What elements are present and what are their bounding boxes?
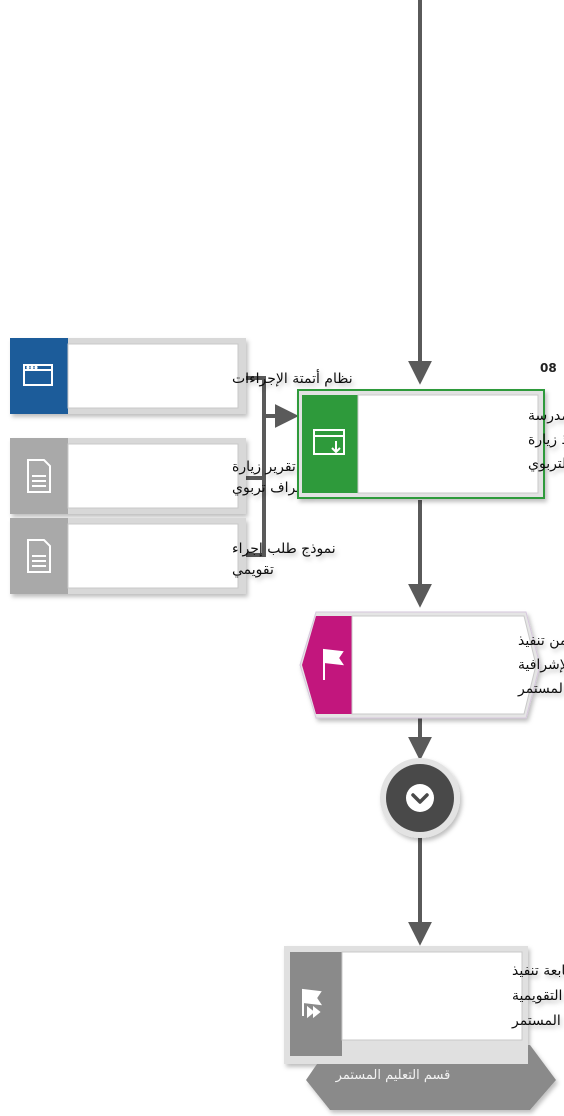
application-window-icon bbox=[23, 364, 53, 386]
event-line-3: للتعليم المستمر bbox=[517, 681, 564, 697]
activity-line-2: بانتهاء تنفيذ زيارة bbox=[528, 432, 564, 448]
flags-forward-icon bbox=[302, 988, 323, 1019]
activity-notify-principal: إشعار مدير المدرسة بانتهاء تنفيذ زيارة ا… bbox=[297, 389, 564, 499]
activity-color-band bbox=[302, 395, 358, 493]
event-line-2: الزيارة الإشرافية bbox=[518, 657, 564, 673]
document-icon bbox=[27, 459, 51, 493]
event-line-1: تم الانتهاء من تنفيذ bbox=[518, 633, 564, 649]
event-visit-completed: تم الانتهاء من تنفيذ الزيارة الإشرافية ل… bbox=[299, 611, 564, 719]
event-color-band bbox=[302, 616, 352, 714]
activity-line-3: الإشراف التربوي bbox=[528, 456, 564, 472]
window-download-icon bbox=[313, 429, 345, 455]
process-follow-up: إجراء متابعة تنفيذ الإجراءات التقويمية ل… bbox=[284, 946, 564, 1110]
process-line-2: الإجراءات التقويمية bbox=[512, 988, 564, 1004]
process-line-1: إجراء متابعة تنفيذ bbox=[512, 963, 564, 979]
process-owner-label: قسم التعليم المستمر bbox=[335, 1068, 451, 1083]
input-automation-system: نظام أتمتة الإجراءات bbox=[10, 338, 353, 414]
activity-line-1: إشعار مدير المدرسة bbox=[528, 408, 564, 424]
input-label-line-1: نموذج طلب إجراء bbox=[232, 541, 336, 557]
input-corrective-request-form: نموذج طلب إجراء تقويمي bbox=[10, 518, 336, 594]
input-label-line-2: تقويمي bbox=[232, 562, 274, 578]
flag-icon bbox=[323, 648, 345, 680]
process-line-3: للتعليم المستمر bbox=[511, 1013, 564, 1029]
gateway-node bbox=[380, 758, 460, 838]
input-color-band bbox=[10, 338, 68, 414]
input-label: نظام أتمتة الإجراءات bbox=[232, 369, 353, 387]
chevron-down-icon bbox=[411, 793, 429, 804]
input-visit-report-form: نموذج تقرير زيارة إشراف تربوي bbox=[10, 438, 335, 514]
input-label-line-2: إشراف تربوي bbox=[232, 480, 312, 496]
step-number: 08 bbox=[540, 361, 557, 375]
document-icon bbox=[27, 539, 51, 573]
